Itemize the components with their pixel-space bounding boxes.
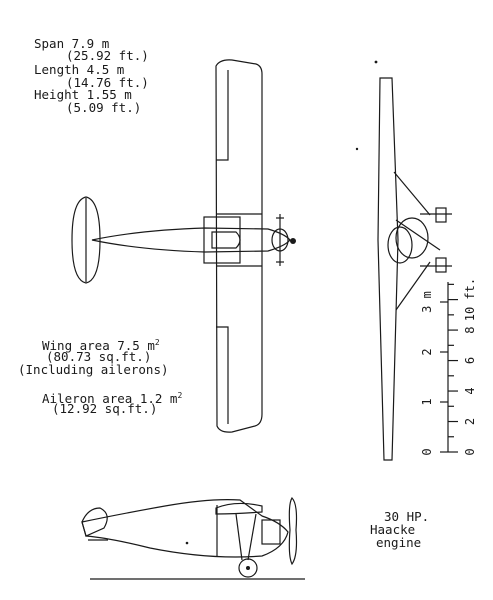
scale-foot-label: 0 [463,448,477,455]
scale-metre-label: 1 [420,398,434,405]
scale-foot-label: 8 [463,326,477,333]
scale-foot-label: 6 [463,357,477,364]
front-view [355,60,452,461]
scale-foot-label: 2 [463,418,477,425]
side-rivet [185,541,189,545]
side-fuselage [81,499,289,558]
plan-wing-outline [215,59,263,433]
engine-label-text: engine [376,535,422,550]
span-text: Span 7.9 m [34,36,110,51]
aileron-area-ft-text: (12.92 sq.ft.) [52,401,158,416]
height-text: Height 1.55 m [34,87,132,102]
span-ft-text: (25.92 ft.) [66,48,149,63]
scale-metre-label: 0 [420,448,434,455]
side-wheel [238,558,258,578]
side-strut-front [235,513,243,561]
scale-ticks: 0 1 2 3 m 0 2 4 6 8 10 ft. [420,278,477,456]
aileron-area-text: Aileron area 1.2 m2 [42,391,183,407]
side-wheel-hub [246,566,250,570]
plan-fuselage [91,227,291,253]
front-wheel-upper [435,207,447,223]
front-strut-upper [393,171,431,216]
side-propeller [288,497,298,566]
wing-area-superscript: 2 [154,338,160,347]
front-wheel-lower [435,257,447,273]
wing-area-ft-text: (80.73 sq.ft.) [46,349,152,364]
plan-tailplane [71,196,101,284]
side-engine [261,519,281,545]
plan-aileron-lower [216,326,229,424]
plan-spinner [290,238,296,244]
engine-power-text: 30 HP. [384,509,430,524]
wing-area-text: Wing area 7.5 m2 [42,338,160,354]
scale-foot-label: 4 [463,387,477,394]
plan-view [71,59,296,433]
front-wing [377,77,399,461]
side-strut-rear [247,513,257,561]
aileron-area-superscript: 2 [177,391,183,400]
length-ft-text: (14.76 ft.) [66,75,149,90]
front-propeller [395,219,441,251]
front-strut-lower [395,261,431,311]
scale-foot-label: 10 ft. [463,278,477,321]
side-view [81,497,305,580]
scale-bar: 0 1 2 3 m 0 2 4 6 8 10 ft. [420,278,477,456]
side-wing [215,502,263,515]
scale-metre-label: 3 m [420,291,434,313]
front-wing-tip-top [374,60,378,64]
wing-area-note-text: (Including ailerons) [18,362,169,377]
plan-center-section [203,216,241,264]
length-text: Length 4.5 m [34,62,125,77]
height-ft-text: (5.09 ft.) [66,100,142,115]
front-engine [395,217,429,259]
front-fuselage [387,226,413,264]
scale-metre-label: 2 [420,348,434,355]
side-tail-fin [81,507,108,537]
engine-make-text: Haacke [370,522,416,537]
plan-aileron-upper [216,70,229,161]
front-dot-marker [355,147,359,151]
